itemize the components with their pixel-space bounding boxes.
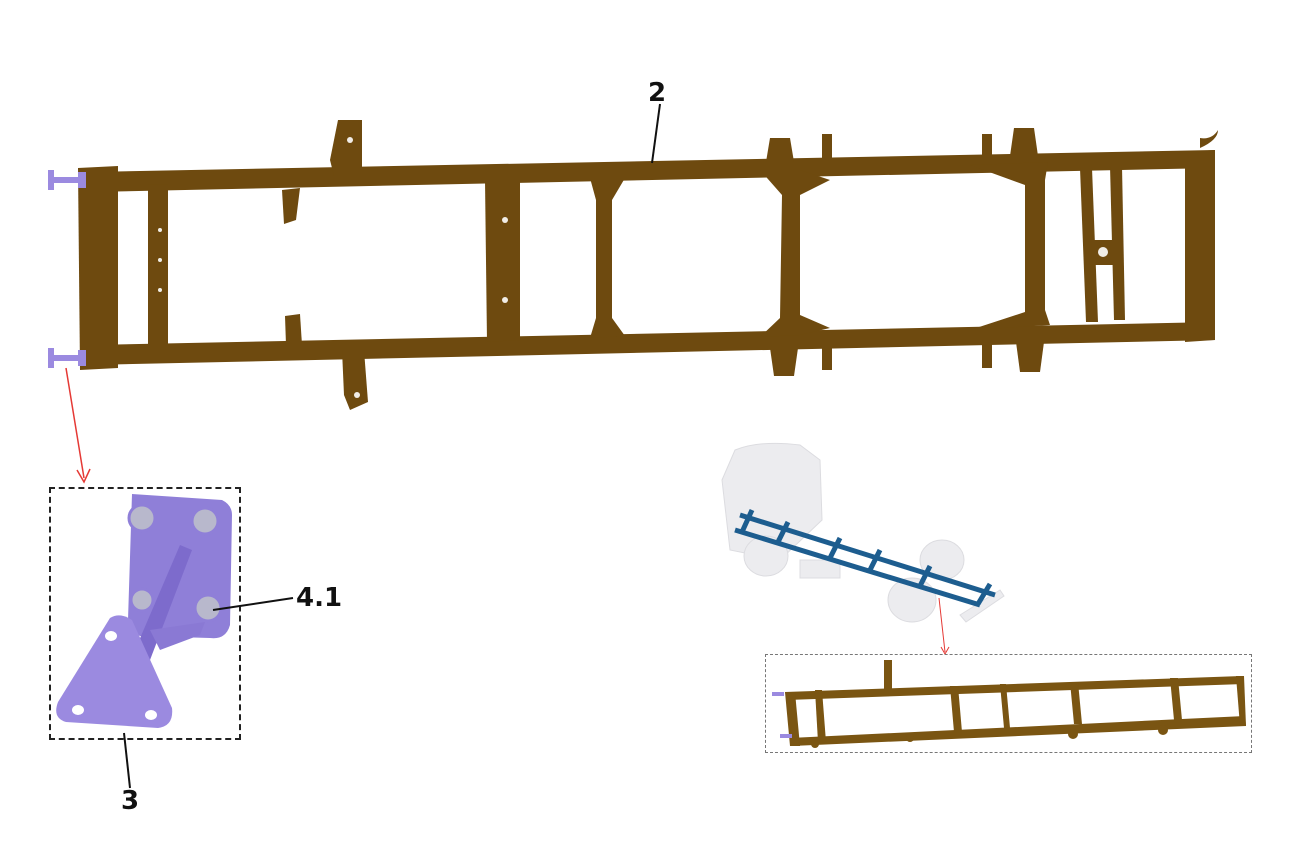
frame-body xyxy=(78,120,1218,410)
foot-holes xyxy=(72,631,157,720)
arrow-to-detail xyxy=(65,367,91,484)
inset-frame-body xyxy=(785,660,1246,748)
tow-hooks xyxy=(48,170,86,368)
leader-line-2 xyxy=(651,103,661,164)
leader-line-3 xyxy=(123,732,131,789)
truck-chassis-blue xyxy=(734,508,996,608)
bracket-foot xyxy=(56,615,173,728)
frame-inset-box xyxy=(765,654,1252,753)
callout-label-3: 3 xyxy=(121,786,140,816)
bracket-detail-box xyxy=(49,487,241,740)
callout-label-2: 2 xyxy=(648,78,667,108)
callout-label-4-1: 4.1 xyxy=(296,583,343,613)
leader-line-4-1 xyxy=(212,597,294,611)
inset-tow-hooks xyxy=(772,692,792,738)
bracket-bolts xyxy=(127,503,223,623)
frame-holes xyxy=(158,137,1108,398)
